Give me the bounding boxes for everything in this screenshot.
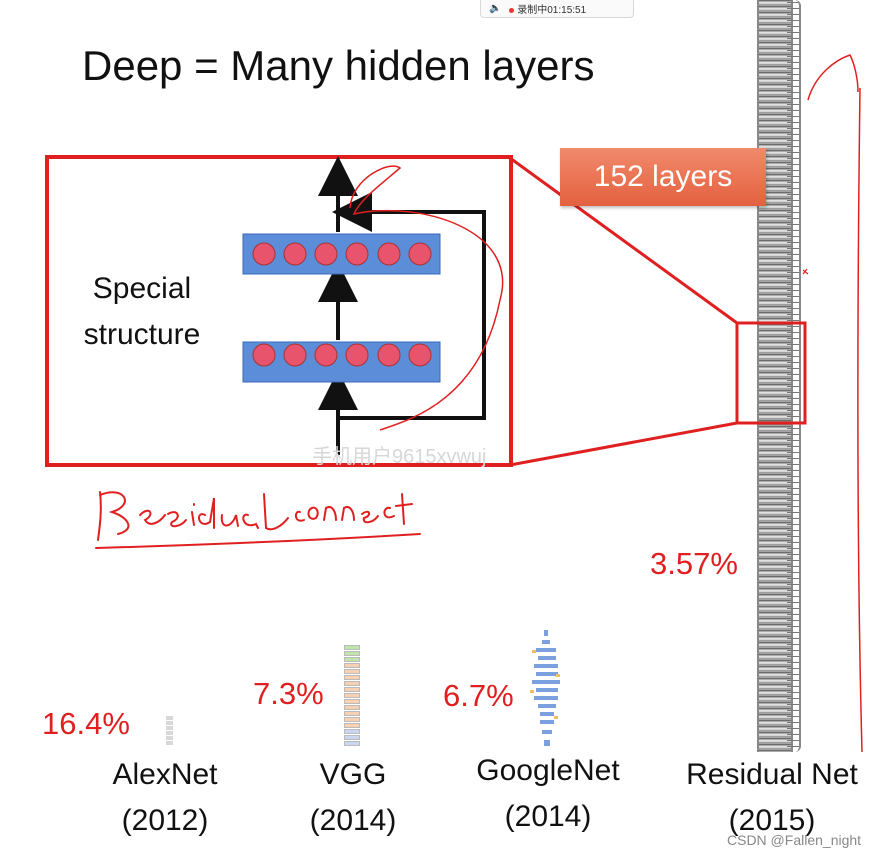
handwritten-up-arrow: [807, 54, 863, 753]
alexnet-thumbnail: [166, 716, 173, 746]
vgg-error-rate: 7.3%: [253, 676, 324, 711]
special-structure-box: [45, 155, 513, 467]
recording-dot-icon: [509, 8, 515, 13]
model-year: (2014): [309, 804, 397, 837]
googlenet-thumbnail: [530, 630, 560, 746]
special-structure-line1: Special: [92, 272, 192, 305]
model-alexnet: AlexNet (2012): [90, 752, 240, 844]
model-name: GoogleNet: [476, 754, 620, 787]
googlenet-error-rate: 6.7%: [443, 678, 514, 713]
hidden-layer-top: [242, 233, 441, 275]
model-name: Residual Net: [686, 758, 858, 791]
alexnet-error-rate: 16.4%: [42, 706, 130, 741]
zoom-line-bottom: [509, 421, 738, 467]
recording-time: 录制中01:15:51: [517, 5, 587, 16]
special-structure-label: Special structure: [62, 266, 222, 358]
model-year: (2012): [121, 804, 209, 837]
model-vgg: VGG (2014): [278, 752, 428, 844]
red-mark: [802, 268, 809, 275]
recording-indicator: 🔈 录制中01:15:51: [480, 0, 634, 18]
model-year: (2014): [504, 800, 592, 833]
vgg-thumbnail: [344, 645, 360, 748]
handwritten-loop-annotation: [349, 165, 504, 431]
source-credit: CSDN @Fallen_night: [727, 832, 862, 848]
page-title: Deep = Many hidden layers: [82, 42, 595, 89]
resnet-layer-stack: [757, 0, 801, 752]
hidden-layer-bottom: [242, 341, 441, 383]
model-name: AlexNet: [112, 758, 218, 791]
model-name: VGG: [319, 758, 387, 791]
resnet-skip-loops: [787, 0, 801, 752]
zoom-line-top: [509, 156, 738, 325]
resnet-error-rate: 3.57%: [650, 546, 738, 581]
handwritten-residual-connect: [95, 491, 421, 549]
watermark: 手机用户9615xvwuj: [312, 446, 487, 468]
model-googlenet: GoogleNet (2014): [458, 748, 638, 840]
model-residual-net: Residual Net (2015): [672, 752, 872, 844]
model-year: (2015): [728, 804, 816, 837]
zoom-target-box: [735, 321, 807, 425]
speaker-icon[interactable]: 🔈: [489, 3, 502, 14]
layers-count-badge: 152 layers: [560, 148, 766, 206]
special-structure-line2: structure: [83, 318, 201, 351]
